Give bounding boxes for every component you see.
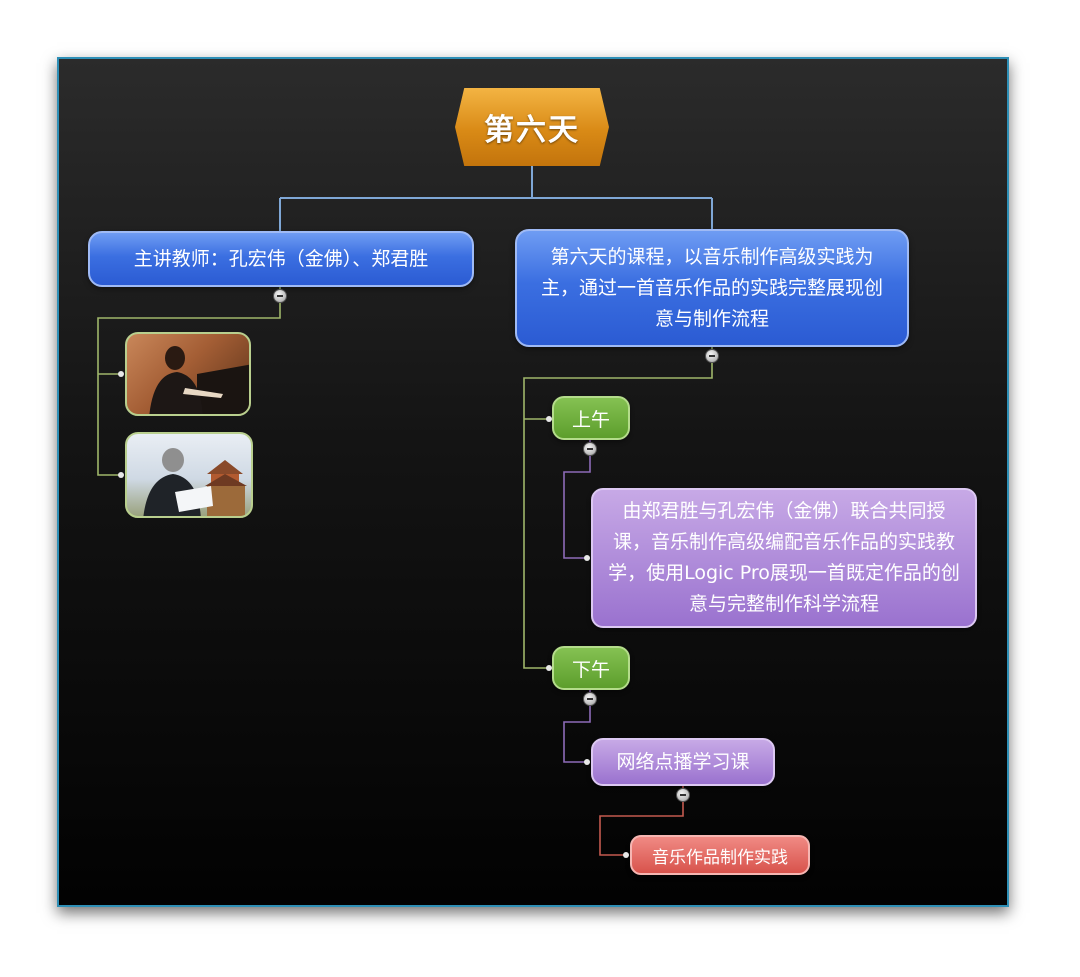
- pianist-image: [149, 346, 249, 414]
- connector-dot: [118, 371, 124, 377]
- teacher-photo-piano[interactable]: [125, 332, 251, 416]
- connector-dot: [546, 665, 552, 671]
- morning-description-label: 由郑君胜与孔宏伟（金佛）联合共同授课，音乐制作高级编配音乐作品的实践教学，使用L…: [608, 500, 960, 615]
- practice-node[interactable]: 音乐作品制作实践: [630, 835, 810, 875]
- online-course-node[interactable]: 网络点播学习课: [591, 738, 775, 786]
- connector-dot: [584, 555, 590, 561]
- morning-node[interactable]: 上午: [552, 396, 630, 440]
- teacher-label: 主讲教师：孔宏伟（金佛）、郑君胜: [133, 247, 429, 270]
- afternoon-label: 下午: [571, 658, 610, 681]
- teacher-node[interactable]: 主讲教师：孔宏伟（金佛）、郑君胜: [88, 231, 474, 287]
- connector-dot: [546, 416, 552, 422]
- course-label: 第六天的课程，以音乐制作高级实践为主，通过一首音乐作品的实践完整展现创意与制作流…: [540, 245, 883, 330]
- connector-dot: [118, 472, 124, 478]
- afternoon-node[interactable]: 下午: [552, 646, 630, 690]
- collapse-teacher-icon[interactable]: [273, 289, 287, 303]
- collapse-afternoon-icon[interactable]: [583, 692, 597, 706]
- connector-dot: [623, 852, 629, 858]
- course-node[interactable]: 第六天的课程，以音乐制作高级实践为主，通过一首音乐作品的实践完整展现创意与制作流…: [515, 229, 909, 347]
- root-label: 第六天: [484, 113, 580, 148]
- teacher-photo-outdoor[interactable]: [125, 432, 253, 518]
- outdoor-portrait-image: [143, 448, 247, 516]
- connector-dot: [584, 759, 590, 765]
- morning-label: 上午: [571, 408, 610, 431]
- root-node[interactable]: 第六天: [455, 88, 609, 166]
- collapse-online-icon[interactable]: [676, 788, 690, 802]
- morning-description-node[interactable]: 由郑君胜与孔宏伟（金佛）联合共同授课，音乐制作高级编配音乐作品的实践教学，使用L…: [591, 488, 977, 628]
- practice-label: 音乐作品制作实践: [652, 847, 788, 868]
- collapse-course-icon[interactable]: [705, 349, 719, 363]
- online-course-label: 网络点播学习课: [616, 750, 750, 773]
- collapse-morning-icon[interactable]: [583, 442, 597, 456]
